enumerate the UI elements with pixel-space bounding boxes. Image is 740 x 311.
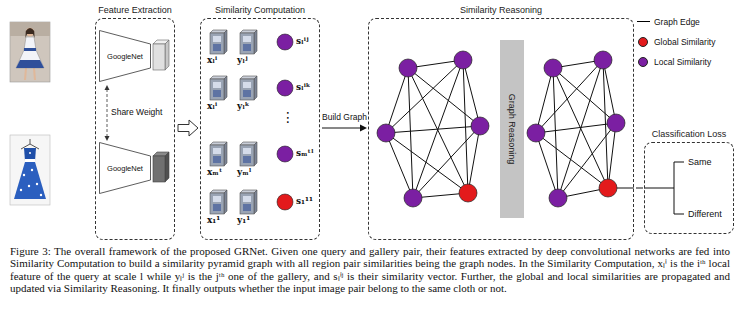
feature-symbol: xₗⁱ [207, 55, 217, 65]
dot [36, 183, 38, 185]
hanger [21, 139, 39, 149]
panel-heading: Feature Extraction [98, 5, 172, 16]
output-label: Same [688, 157, 712, 168]
network-block: GoogleNet [99, 142, 151, 194]
photo-ground [10, 22, 50, 82]
hollow-arrow [178, 120, 198, 136]
dot [23, 174, 25, 176]
dress-belt [24, 48, 36, 51]
cube-side [165, 152, 169, 182]
dot [20, 189, 22, 191]
belt [25, 159, 35, 162]
stage-panel: Similarity ReasoningGraph Reasoning [368, 18, 634, 240]
legend-text: Local Similarity [654, 56, 711, 68]
leg [25, 68, 26, 80]
local-similarity-node [277, 80, 293, 96]
connector [178, 120, 198, 136]
graph-edges [386, 60, 480, 198]
arrow-head [105, 85, 110, 90]
network-name: GoogleNet [99, 164, 151, 173]
feature-symbol: xₘᵗ [207, 167, 222, 177]
dress [16, 37, 44, 68]
global-similarity-node [277, 194, 293, 210]
query-photo [10, 22, 50, 82]
leg [34, 68, 35, 80]
local-similarity-node [404, 189, 422, 207]
dot [40, 194, 42, 196]
trapezoid-shape [100, 31, 151, 82]
legend-text: Graph Edge [654, 16, 700, 28]
output-label: Different [688, 209, 722, 220]
cube-side [165, 40, 169, 70]
local-similarity-node [544, 59, 562, 77]
similarity-symbol: sₗⁱᵏ [296, 82, 311, 92]
local-similarity-node [549, 189, 567, 207]
dot [29, 152, 31, 154]
local-similarity-node [607, 114, 625, 132]
connector-line [636, 188, 643, 189]
panel-heading: Similarity Reasoning [460, 5, 542, 16]
cube-front [153, 156, 165, 182]
dress-hem [16, 60, 44, 68]
local-similarity-node [594, 51, 612, 69]
feature-symbol: y₁¹ [237, 215, 250, 225]
local-similarity-node [277, 34, 293, 50]
dashed-line [107, 89, 108, 137]
legend-line-sample [637, 21, 650, 22]
local-similarity-node [527, 124, 545, 142]
local-similarity-node [454, 51, 472, 69]
stage-panel: Feature ExtractionGoogleNetGoogleNet [95, 18, 175, 240]
legend-swatch [638, 37, 648, 47]
feature-symbol: yₗʲ [237, 55, 248, 65]
legend-text: Global Similarity [654, 36, 715, 48]
panel-heading: Classification Loss [652, 129, 727, 140]
graph-edges [536, 60, 616, 198]
similarity-symbol: sₘᵗˡ [296, 148, 314, 158]
stage-panel: Similarity Computation [200, 18, 320, 240]
connector [322, 125, 367, 132]
connector-line [322, 128, 361, 129]
feature-cube [153, 152, 169, 182]
ellipsis: ⋮ [281, 110, 295, 124]
skirt [14, 162, 46, 199]
local-similarity-node [399, 59, 417, 77]
classification-fork [644, 162, 684, 214]
cube-front [153, 44, 165, 70]
local-similarity-node [277, 146, 293, 162]
connector [636, 188, 643, 189]
trapezoid-shape [100, 143, 151, 194]
stage-panel: Classification LossSameDifferent [644, 142, 734, 234]
arrow-head [360, 125, 367, 132]
hair [25, 28, 34, 38]
local-similarity-node [471, 117, 489, 135]
gallery-photo [10, 135, 50, 205]
panel-heading: Similarity Computation [215, 5, 305, 16]
network-block: GoogleNet [99, 30, 151, 82]
network-name: GoogleNet [99, 52, 151, 61]
bodice [24, 148, 36, 161]
local-similarity-node [377, 124, 395, 142]
figure-caption: Figure 3: The overall framework of the p… [10, 245, 730, 294]
global-similarity-node [459, 184, 477, 202]
feature-cube [153, 40, 169, 70]
feature-symbol: yₗᵏ [237, 101, 250, 111]
similarity-symbol: sₗⁱʲ [296, 36, 309, 46]
dot [28, 185, 30, 187]
edge-label: Build Graph [321, 112, 368, 123]
photo-ground [10, 135, 50, 205]
dot [31, 169, 33, 171]
reasoning-band: Graph Reasoning [500, 40, 524, 218]
annotation: Share Weight [111, 107, 162, 117]
arrow-head [105, 136, 110, 141]
output-line [617, 188, 634, 189]
band-label: Graph Reasoning [507, 94, 517, 165]
legend-swatch [638, 57, 648, 67]
feature-symbol: xₗⁱ [207, 101, 217, 111]
feature-symbol: yₘˡ [237, 167, 251, 177]
feature-symbol: x₁¹ [207, 215, 220, 225]
share-weight-arrow [105, 85, 110, 141]
similarity-symbol: s₁¹¹ [296, 196, 313, 206]
global-similarity-node [599, 179, 617, 197]
